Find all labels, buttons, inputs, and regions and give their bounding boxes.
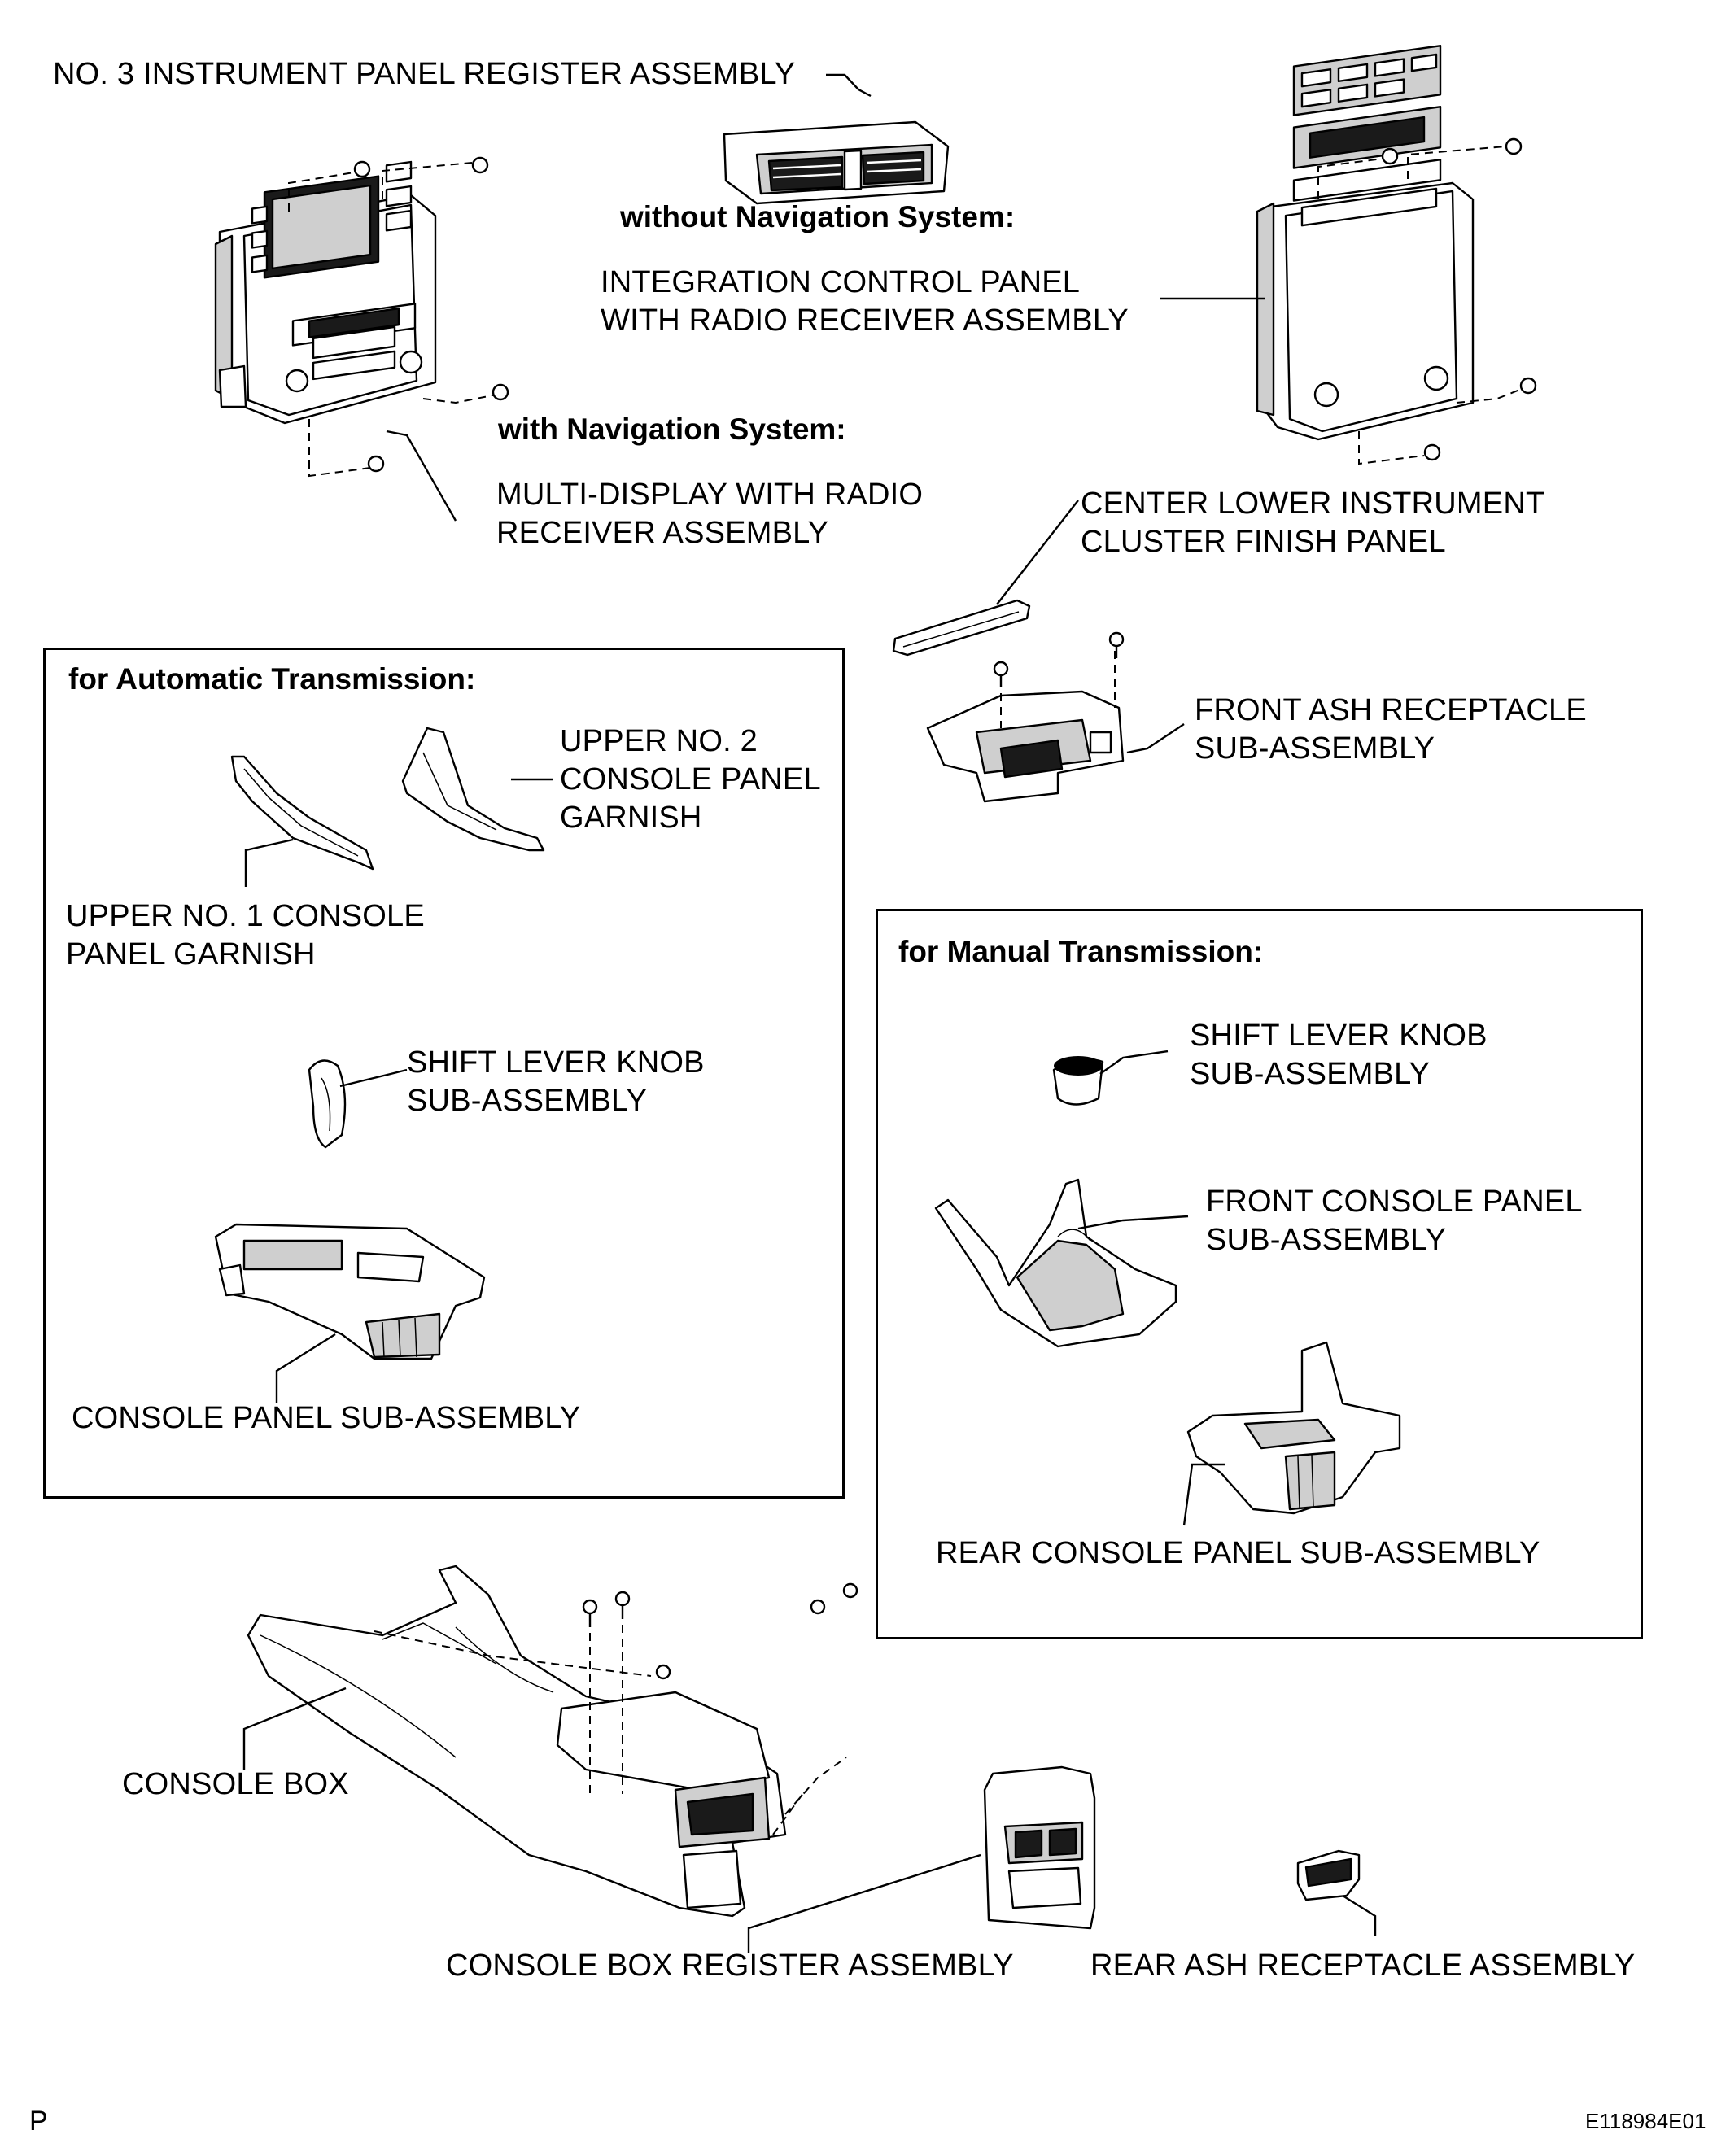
console-box-screws — [374, 1611, 847, 1835]
multi-display-screw-icons — [353, 156, 509, 473]
console-panel-sub-label: CONSOLE PANEL SUB-ASSEMBLY — [72, 1401, 581, 1435]
rear-console-panel-label: REAR CONSOLE PANEL SUB-ASSEMBLY — [936, 1536, 1540, 1570]
console-panel-sub-illustration — [214, 1223, 486, 1360]
integration-panel-screw-icons — [1381, 137, 1537, 461]
corner-letter: P — [29, 2106, 48, 2136]
figure-code: E118984E01 — [1585, 2109, 1706, 2133]
center-lower-finish-panel-illustration — [892, 599, 1031, 657]
upper-no1-garnish-label: UPPER NO. 1 CONSOLE PANEL GARNISH — [66, 899, 425, 971]
automatic-transmission-frame — [43, 648, 845, 1499]
front-ash-receptacle-illustration — [926, 690, 1125, 803]
center-lower-finish-label: CENTER LOWER INSTRUMENT CLUSTER FINISH P… — [1081, 487, 1545, 559]
rear-console-panel-illustration — [1186, 1341, 1401, 1515]
console-box-illustration — [247, 1565, 787, 1918]
auto-shift-knob-illustration — [308, 1059, 347, 1149]
multi-display-screws — [288, 162, 497, 478]
manual-shift-knob-illustration — [1052, 1056, 1104, 1106]
without-nav-header: without Navigation System: — [620, 200, 1016, 233]
upper-no2-garnish-label: UPPER NO. 2 CONSOLE PANEL GARNISH — [560, 724, 821, 835]
integration-panel-label: INTEGRATION CONTROL PANEL WITH RADIO REC… — [601, 265, 1129, 338]
console-box-screw-icons — [582, 1582, 858, 1680]
front-ash-screw-icons — [993, 631, 1125, 687]
front-ash-label: FRONT ASH RECEPTACLE SUB-ASSEMBLY — [1195, 693, 1587, 766]
multi-display-label: MULTI-DISPLAY WITH RADIO RECEIVER ASSEMB… — [496, 478, 924, 550]
integration-panel-screws — [1317, 146, 1523, 465]
manual-transmission-frame — [876, 909, 1643, 1639]
console-box-register-illustration — [983, 1765, 1096, 1930]
front-console-panel-illustration — [934, 1178, 1177, 1348]
no3-register-label: NO. 3 INSTRUMENT PANEL REGISTER ASSEMBLY — [53, 57, 796, 91]
front-console-panel-label: FRONT CONSOLE PANEL SUB-ASSEMBLY — [1206, 1185, 1583, 1257]
with-nav-header: with Navigation System: — [498, 412, 846, 446]
multi-display-illustration — [214, 160, 437, 425]
automatic-transmission-header: for Automatic Transmission: — [68, 662, 476, 696]
manual-shift-knob-label: SHIFT LEVER KNOB SUB-ASSEMBLY — [1190, 1019, 1488, 1091]
rear-ash-receptacle-illustration — [1296, 1849, 1361, 1901]
integration-panel-illustration — [1256, 45, 1475, 441]
console-box-register-label: CONSOLE BOX REGISTER ASSEMBLY — [446, 1949, 1014, 1983]
console-box-label: CONSOLE BOX — [122, 1767, 349, 1801]
rear-ash-label: REAR ASH RECEPTACLE ASSEMBLY — [1090, 1949, 1636, 1983]
no3-register-illustration — [723, 120, 950, 205]
upper-no1-garnish-illustration — [230, 755, 374, 871]
auto-shift-knob-label: SHIFT LEVER KNOB SUB-ASSEMBLY — [407, 1045, 705, 1118]
manual-transmission-header: for Manual Transmission: — [898, 935, 1264, 968]
upper-no2-garnish-illustration — [401, 727, 545, 852]
